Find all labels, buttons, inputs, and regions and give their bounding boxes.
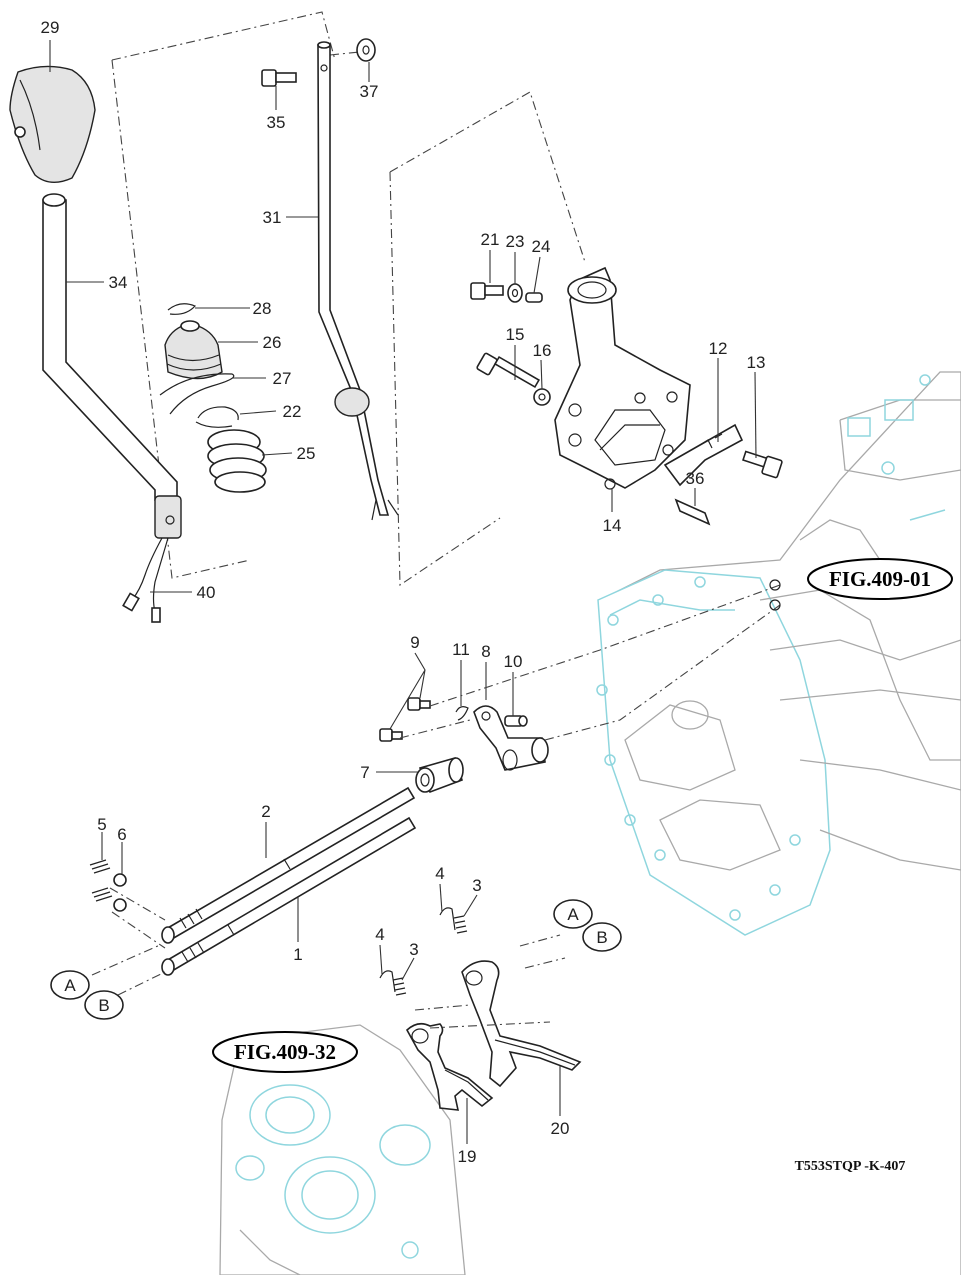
detent-spring-5a xyxy=(89,859,111,874)
callout-22: 22 xyxy=(283,402,302,421)
leader-lines xyxy=(49,40,757,1144)
callout-19: 19 xyxy=(458,1147,477,1166)
callout-9: 9 xyxy=(410,633,419,652)
callout-21: 21 xyxy=(481,230,500,249)
callout-6: 6 xyxy=(117,825,126,844)
bolt-9a xyxy=(407,697,431,711)
callout-10: 10 xyxy=(504,652,523,671)
upper-shift-lever xyxy=(317,41,399,521)
callout-3b: 3 xyxy=(472,876,481,895)
pin-10 xyxy=(504,715,528,727)
detent-ball-6b xyxy=(113,898,127,912)
lower-housing-outline xyxy=(219,1024,466,1275)
callout-3a: 3 xyxy=(409,940,418,959)
callout-34: 34 xyxy=(109,273,128,292)
washer-23 xyxy=(507,283,523,303)
detent-spring-5b xyxy=(91,887,113,902)
figure-reference-409-01-label: FIG.409-01 xyxy=(829,567,931,591)
callout-8: 8 xyxy=(481,642,490,661)
spring-3a xyxy=(392,977,407,996)
transmission-housing-outline xyxy=(596,371,961,1275)
callout-40: 40 xyxy=(197,583,216,602)
bolt-21 xyxy=(470,282,504,300)
assembly-frames xyxy=(111,11,586,587)
clip-11 xyxy=(455,706,469,721)
connector-b-left-label: B xyxy=(98,996,109,1015)
callout-4b: 4 xyxy=(435,864,444,883)
connector-a-left-label: A xyxy=(64,976,76,995)
figure-reference-409-01: FIG.409-01 xyxy=(807,558,953,600)
callout-1: 1 xyxy=(293,945,302,964)
connector-b-right: B xyxy=(582,922,622,952)
clip-28 xyxy=(167,303,197,315)
connector-a-right: A xyxy=(553,899,593,929)
bolt-9b xyxy=(379,728,403,742)
bolt-13 xyxy=(742,450,783,479)
dowel-24 xyxy=(525,292,543,303)
nut-37 xyxy=(356,38,376,62)
callout-31: 31 xyxy=(263,208,282,227)
callout-23: 23 xyxy=(506,232,525,251)
pin-4a xyxy=(379,970,396,993)
callout-29: 29 xyxy=(41,18,60,37)
callout-27: 27 xyxy=(273,369,292,388)
callout-labels: 29 35 37 31 34 28 26 27 22 25 40 21 23 2… xyxy=(41,18,766,1166)
detent-ball-6a xyxy=(113,873,127,887)
callout-14: 14 xyxy=(603,516,622,535)
stud-pins xyxy=(769,579,781,611)
callout-35: 35 xyxy=(267,113,286,132)
connector-b-left: B xyxy=(84,990,124,1020)
callout-4a: 4 xyxy=(375,925,384,944)
callout-5: 5 xyxy=(97,815,106,834)
alignment-lines xyxy=(91,584,781,1029)
washer-16 xyxy=(533,388,551,406)
connector-a-left: A xyxy=(50,970,90,1000)
figure-reference-409-32: FIG.409-32 xyxy=(212,1031,358,1073)
callout-26: 26 xyxy=(263,333,282,352)
callout-16: 16 xyxy=(533,341,552,360)
collar-7 xyxy=(415,757,464,794)
callout-12: 12 xyxy=(709,339,728,358)
callout-13: 13 xyxy=(747,353,766,372)
callout-20: 20 xyxy=(551,1119,570,1138)
shift-rod-1 xyxy=(161,816,417,976)
callout-11: 11 xyxy=(452,640,470,659)
shift-fork-20 xyxy=(461,960,582,1088)
callout-37: 37 xyxy=(360,82,379,101)
shift-arm-8 xyxy=(473,705,549,771)
shift-fork-19 xyxy=(405,1022,494,1111)
snap-ring xyxy=(195,406,239,428)
rubber-boot xyxy=(164,320,223,380)
shift-rod-2 xyxy=(161,786,416,944)
pin-4b xyxy=(439,907,456,931)
bolt-35 xyxy=(261,69,297,87)
coil-spring xyxy=(207,429,267,493)
callout-28: 28 xyxy=(253,299,272,318)
callout-7: 7 xyxy=(360,763,369,782)
callout-15: 15 xyxy=(506,325,525,344)
bolt-15 xyxy=(476,352,541,389)
retaining-ring xyxy=(159,373,235,415)
pin-36 xyxy=(674,498,711,526)
connector-a-right-label: A xyxy=(567,905,579,924)
shift-lever-housing xyxy=(554,266,691,490)
spring-3b xyxy=(453,915,468,934)
callout-2: 2 xyxy=(261,802,270,821)
callout-24: 24 xyxy=(532,237,551,256)
figure-reference-409-32-label: FIG.409-32 xyxy=(234,1040,336,1064)
wiring-harness xyxy=(122,537,169,623)
drawing-code: T553STQP -K-407 xyxy=(795,1159,906,1174)
connector-b-right-label: B xyxy=(596,928,607,947)
callout-25: 25 xyxy=(297,444,316,463)
callout-36: 36 xyxy=(686,469,705,488)
shift-knob xyxy=(9,65,96,183)
lower-shift-lever xyxy=(42,193,182,539)
